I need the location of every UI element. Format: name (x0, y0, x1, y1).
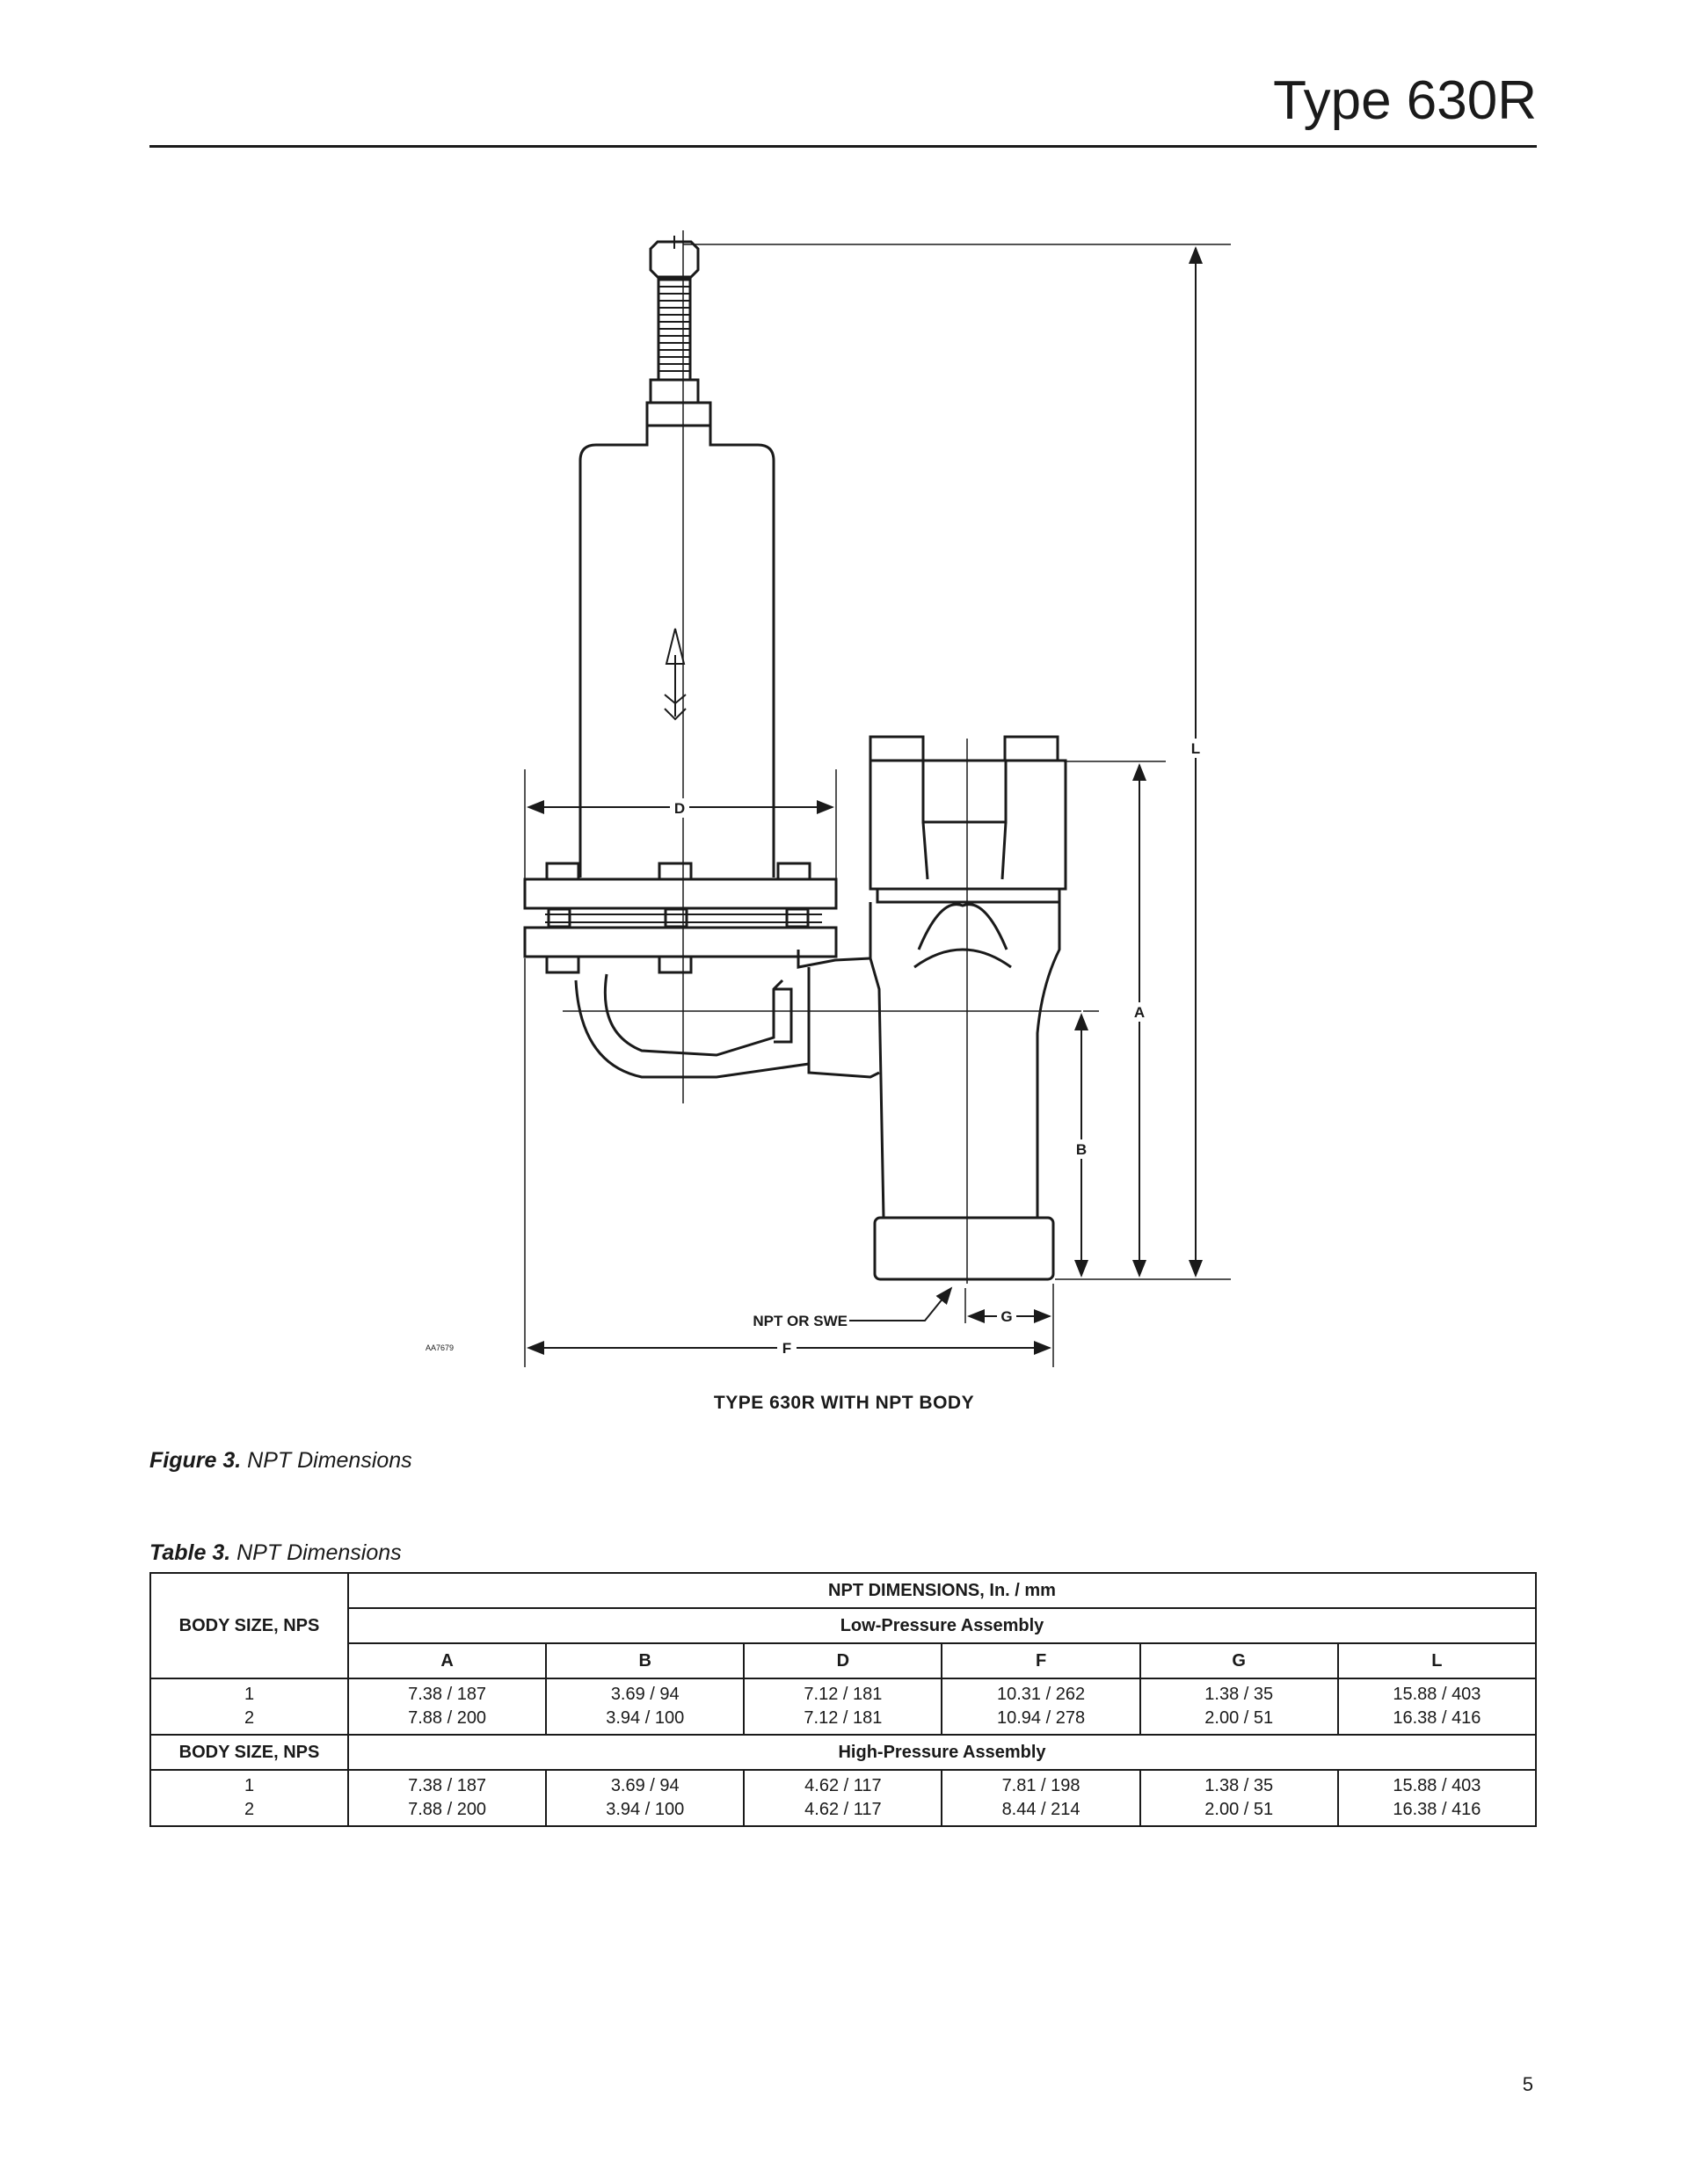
low-pressure-header: Low-Pressure Assembly (347, 1607, 1537, 1644)
valve-body (869, 735, 1067, 1281)
dim-label-d: D (674, 800, 685, 817)
column-header-b: B (545, 1642, 746, 1679)
npt-dimensions-header: NPT DIMENSIONS, In. / mm (347, 1572, 1537, 1609)
table-caption-number: Table 3. (149, 1540, 231, 1565)
body-size-header: BODY SIZE, NPS (149, 1572, 349, 1679)
flow-arrow (664, 628, 687, 721)
drawing-id: AA7679 (426, 1343, 455, 1352)
table-caption: Table 3. NPT Dimensions (149, 1540, 402, 1566)
dim-label-a: A (1134, 1004, 1145, 1021)
page-number: 5 (1522, 2073, 1533, 2095)
header-rule (149, 145, 1537, 148)
table-caption-text: NPT Dimensions (230, 1540, 402, 1565)
body-inlet (774, 950, 880, 1079)
column-header-a: A (346, 1642, 548, 1679)
dim-label-f: F (782, 1340, 791, 1357)
dim-label-b: B (1076, 1141, 1087, 1158)
figure-subtitle: TYPE 630R WITH NPT BODY (713, 1393, 975, 1413)
column-header-l: L (1336, 1642, 1538, 1679)
spring-case (578, 426, 775, 877)
column-header-g: G (1139, 1642, 1339, 1679)
valve-dimension-drawing: L A B D F G NPT OR SWE (523, 230, 1231, 1367)
column-header-f: F (941, 1642, 1141, 1679)
dim-label-g: G (1000, 1308, 1012, 1325)
diaphragm-flanges (523, 862, 838, 974)
high-pressure-header: High-Pressure Assembly (347, 1734, 1537, 1771)
figure-caption-number: Figure 3. (149, 1448, 242, 1473)
column-header-d: D (743, 1642, 943, 1679)
figure-caption-text: NPT Dimensions (241, 1448, 412, 1473)
npt-dimensions-table: BODY SIZE, NPS NPT DIMENSIONS, In. / mm … (149, 1572, 1538, 1827)
body-size-header-2: BODY SIZE, NPS (149, 1734, 349, 1771)
lower-casing (574, 973, 810, 1079)
page-header-title: Type 630R (1273, 70, 1537, 131)
adjusting-screw (645, 236, 712, 427)
figure-caption: Figure 3. NPT Dimensions (149, 1448, 412, 1474)
dim-label-l: L (1191, 740, 1200, 757)
npt-or-swe-label: NPT OR SWE (753, 1313, 848, 1329)
